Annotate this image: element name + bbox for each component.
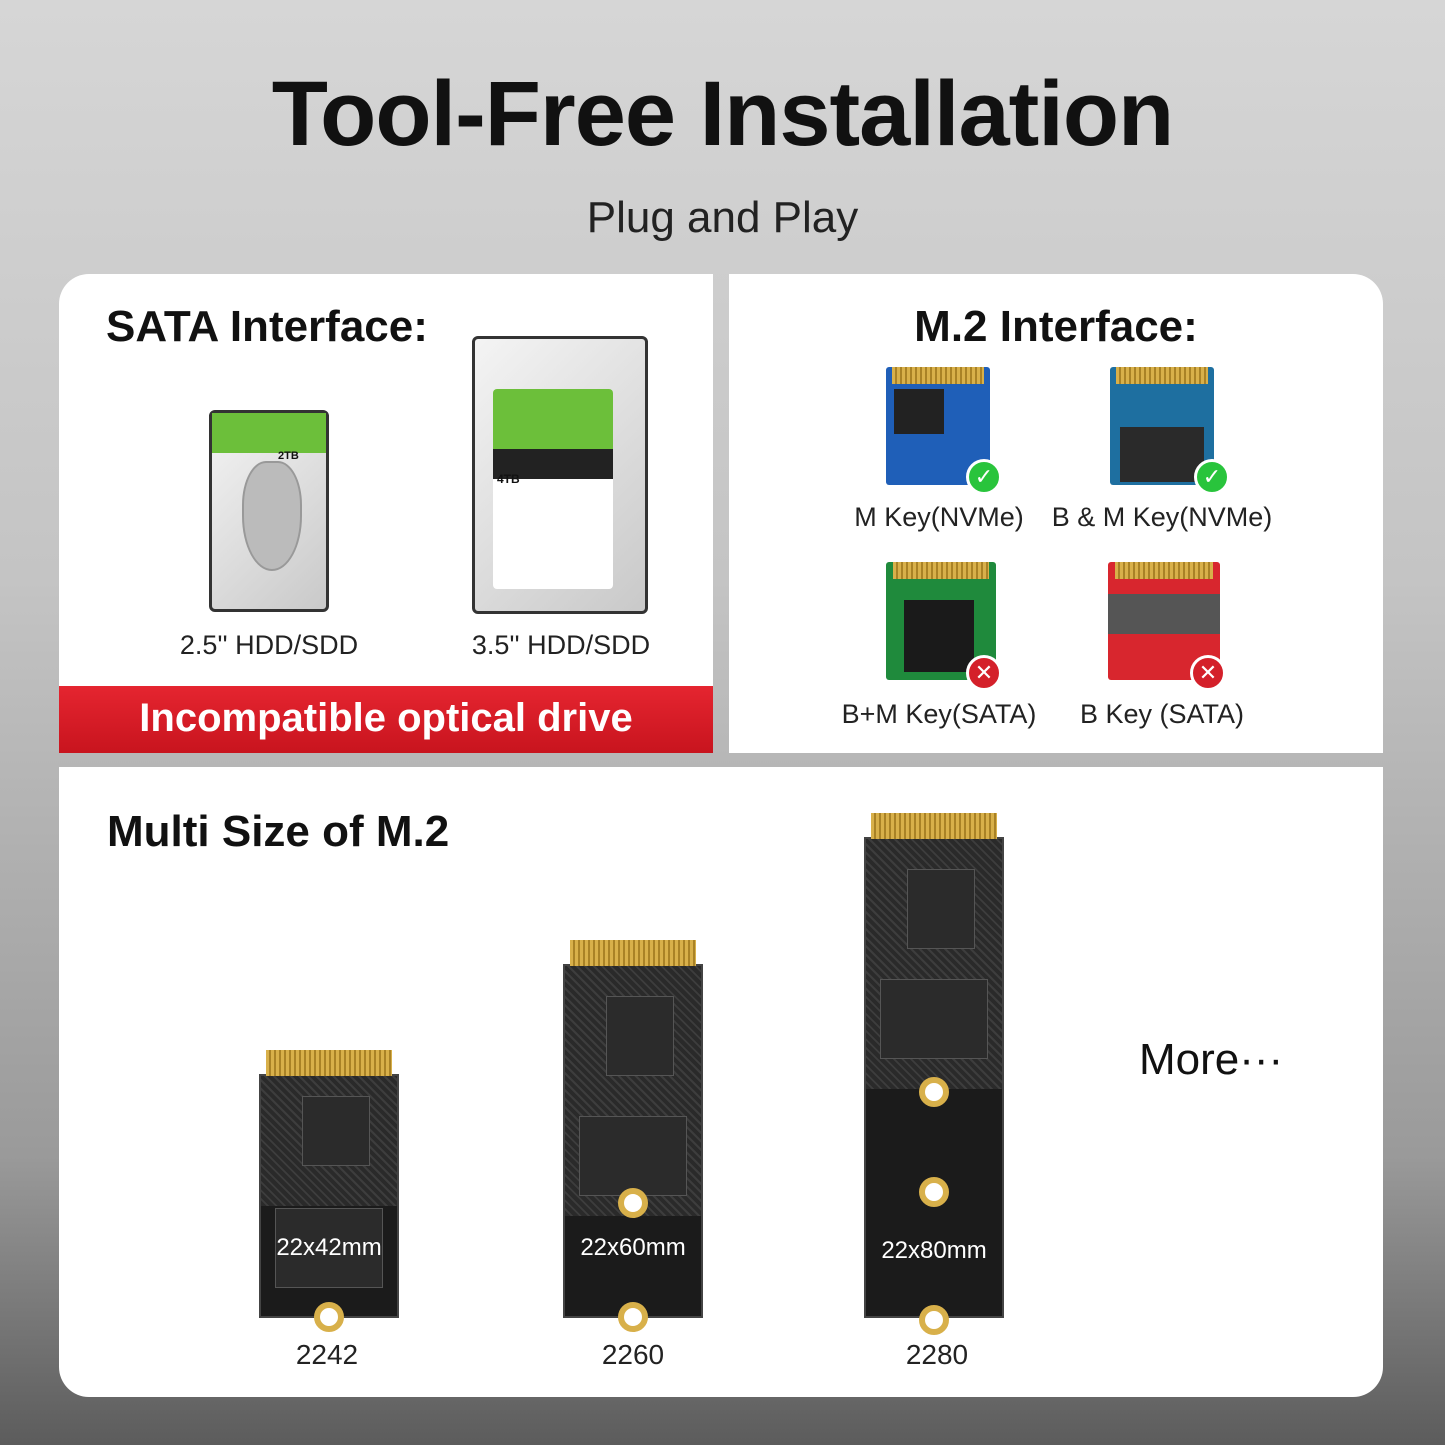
sizes-heading: Multi Size of M.2 <box>107 807 450 856</box>
m-key-ssd-image <box>886 367 990 485</box>
sizes-panel: Multi Size of M.2 22x42mm 22x60mm 22x80m… <box>59 767 1383 1397</box>
page-subtitle: Plug and Play <box>586 193 859 242</box>
card-code-label: 2242 <box>295 1339 359 1370</box>
check-icon: ✓ <box>1194 459 1230 495</box>
drive-label: 3.5'' HDD/SDD <box>471 630 651 660</box>
m2-card-2260: 22x60mm <box>563 940 703 1332</box>
sata-panel: SATA Interface: 2TB 4TB 2.5'' HDD/SDD 3.… <box>59 274 713 753</box>
hdd-2-5-image: 2TB <box>209 410 329 612</box>
check-icon: ✓ <box>966 459 1002 495</box>
hdd-3-5-image: 4TB <box>472 336 648 614</box>
card-size-label: 22x60mm <box>580 1234 686 1261</box>
m2-type-label: M Key(NVMe) <box>854 502 1024 532</box>
m2-type-label: B & M Key(NVMe) <box>1051 502 1273 532</box>
sata-heading: SATA Interface: <box>106 302 428 351</box>
m2-panel: M.2 Interface: ✓ ✓ ✕ ✕ M Key(NVMe) B & M… <box>729 274 1383 753</box>
drive-label: 2.5'' HDD/SDD <box>179 630 359 660</box>
x-icon: ✕ <box>1190 655 1226 691</box>
incompatible-warning-banner: Incompatible optical drive <box>59 686 713 753</box>
drive-capacity: 4TB <box>497 472 520 486</box>
m2-heading: M.2 Interface: <box>914 302 1198 351</box>
card-code-label: 2280 <box>905 1339 969 1370</box>
drive-capacity: 2TB <box>278 450 299 462</box>
card-code-label: 2260 <box>601 1339 665 1370</box>
m2-card-2280: 22x80mm <box>864 813 1004 1335</box>
m2-type-label: B Key (SATA) <box>1079 699 1245 729</box>
more-sizes-label: More··· <box>1139 1035 1284 1084</box>
bm-key-ssd-image <box>1110 367 1214 485</box>
card-size-label: 22x42mm <box>276 1234 382 1261</box>
page-title: Tool-Free Installation <box>271 63 1174 165</box>
m2-type-label: B+M Key(SATA) <box>841 699 1037 729</box>
m2-card-2242: 22x42mm <box>259 1050 399 1332</box>
b-key-sata-adapter-image <box>1108 562 1220 680</box>
card-size-label: 22x80mm <box>881 1237 987 1264</box>
x-icon: ✕ <box>966 655 1002 691</box>
